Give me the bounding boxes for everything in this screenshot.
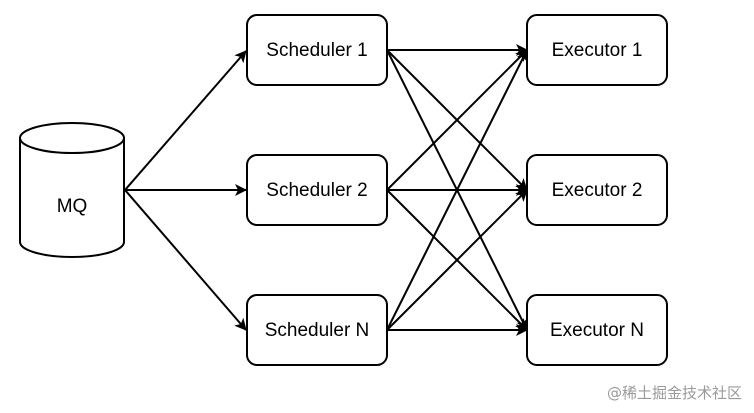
scheduler-n-label: Scheduler N <box>265 320 370 341</box>
scheduler-2-box <box>246 154 388 226</box>
scheduler-1-box <box>246 14 388 86</box>
mq-cylinder-body <box>19 138 125 258</box>
scheduler-node-n: Scheduler N <box>246 294 388 366</box>
edge-scheduler-n-to-executor-2 <box>386 189 528 331</box>
edges-group <box>124 44 528 336</box>
edge-mq-to-scheduler-n <box>124 189 247 331</box>
watermark-text: @稀土掘金技术社区 <box>606 384 742 402</box>
edge-mq-to-scheduler-1 <box>124 50 247 191</box>
executor-node-n: Executor N <box>526 294 668 366</box>
executor-node-1: Executor 1 <box>526 14 668 86</box>
scheduler-n-box <box>246 294 388 366</box>
scheduler-1-label: Scheduler 1 <box>266 40 367 61</box>
mq-label: MQ <box>57 196 88 217</box>
executor-1-label: Executor 1 <box>552 40 643 61</box>
executor-node-2: Executor 2 <box>526 154 668 226</box>
mq-node: MQ <box>19 122 125 258</box>
executor-n-box <box>526 294 668 366</box>
scheduler-node-2: Scheduler 2 <box>246 154 388 226</box>
scheduler-2-label: Scheduler 2 <box>266 180 367 201</box>
executor-n-label: Executor N <box>550 320 644 341</box>
scheduler-node-1: Scheduler 1 <box>246 14 388 86</box>
executor-2-label: Executor 2 <box>552 180 643 201</box>
executor-1-box <box>526 14 668 86</box>
edge-scheduler-2-to-executor-1 <box>386 49 528 191</box>
mq-cylinder-top <box>19 122 125 154</box>
edge-scheduler-n-to-executor-1 <box>386 49 528 331</box>
executor-2-box <box>526 154 668 226</box>
